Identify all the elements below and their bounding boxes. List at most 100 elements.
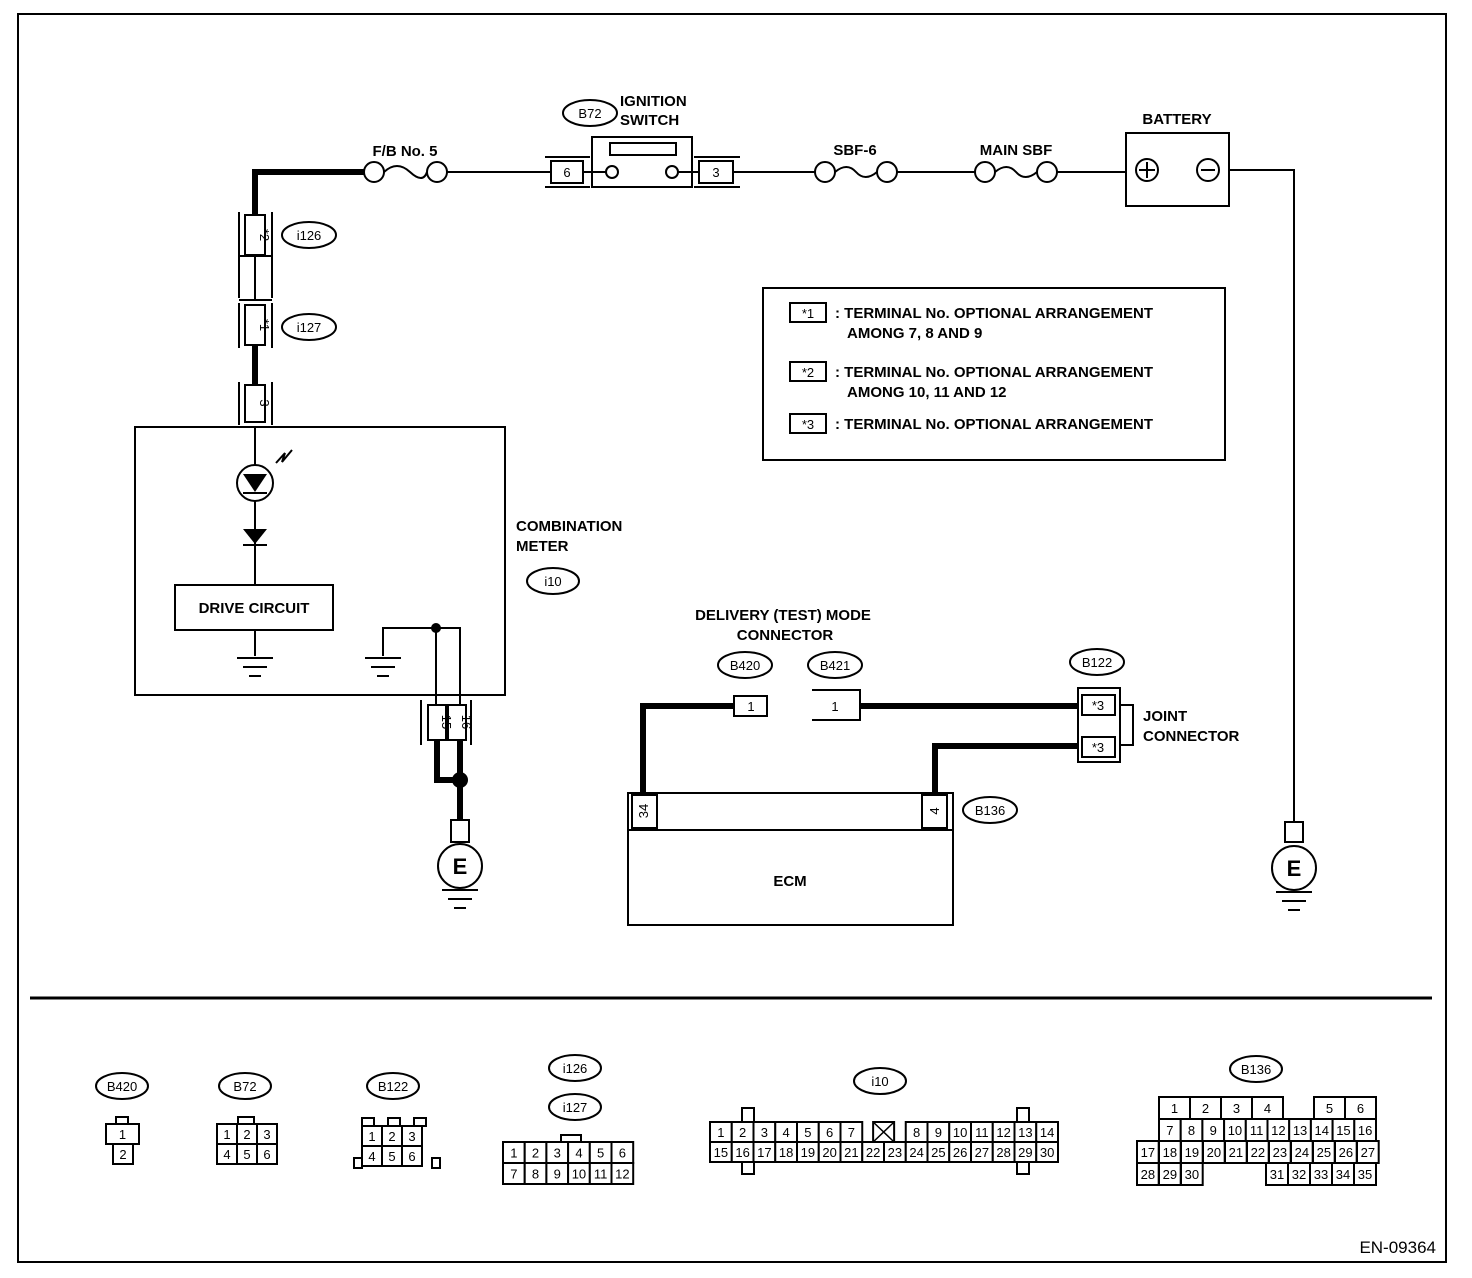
legend-key: *1 — [802, 306, 814, 321]
pin-number: 3 — [554, 1146, 561, 1161]
pin-number: 19 — [801, 1145, 815, 1160]
pin-number: 5 — [597, 1146, 604, 1161]
legend-text: : TERMINAL No. OPTIONAL ARRANGEMENT — [835, 305, 1153, 322]
label: DELIVERY (TEST) MODE — [695, 607, 871, 624]
pin-number: 26 — [1339, 1145, 1353, 1160]
connector-i126-i127: *2 *1 i126 i127 — [238, 212, 337, 348]
combination-meter: DRIVE CIRCUIT 15 16 COMBINATION METER i1… — [134, 426, 622, 745]
label: SBF-6 — [833, 142, 876, 159]
pin-number: 9 — [554, 1167, 561, 1182]
pin-number: 7 — [848, 1125, 855, 1140]
pin-number: 1 — [1171, 1101, 1178, 1116]
label: COMBINATION — [516, 518, 622, 535]
pin-number: 12 — [615, 1167, 629, 1182]
pin-cell — [256, 1143, 278, 1165]
pin-number: 3 — [408, 1129, 415, 1144]
pin-number: 8 — [532, 1167, 539, 1182]
pin-number: 6 — [619, 1146, 626, 1161]
pin-number: 21 — [1229, 1145, 1243, 1160]
pin-number: 4 — [575, 1146, 582, 1161]
legend-item: *1 : TERMINAL No. OPTIONAL ARRANGEMENT AMO… — [789, 302, 1153, 342]
connector-id: i126 — [563, 1061, 588, 1076]
pin-label: 4 — [927, 807, 942, 814]
label: IGNITION — [620, 93, 687, 110]
connector-id: B122 — [378, 1079, 408, 1094]
pin-number: 6 — [826, 1125, 833, 1140]
connector-id: B122 — [1082, 655, 1112, 670]
pin-number: 2 — [739, 1125, 746, 1140]
pin-number: 20 — [1207, 1145, 1221, 1160]
connector-id: B420 — [730, 658, 760, 673]
pin-cell — [1353, 1162, 1377, 1186]
pin-number: 6 — [1357, 1101, 1364, 1116]
pin-number: 24 — [1295, 1145, 1309, 1160]
legend-item: *3: TERMINAL No. OPTIONAL ARRANGEMENT — [789, 413, 1153, 434]
pin-number: 7 — [510, 1167, 517, 1182]
pin-label: 1 — [831, 699, 838, 714]
pin-number: 9 — [935, 1125, 942, 1140]
pin-label: 3 — [712, 165, 719, 180]
pin-number: 7 — [1166, 1123, 1173, 1138]
pin-number: 14 — [1040, 1125, 1054, 1140]
pin-number: 9 — [1210, 1123, 1217, 1138]
pin-number: 18 — [779, 1145, 793, 1160]
pin-label: 3 — [257, 399, 272, 406]
label: BATTERY — [1142, 111, 1211, 128]
fuse-fb5: F/B No. 5 — [363, 143, 448, 183]
pin-number: 8 — [913, 1125, 920, 1140]
pin-number: 6 — [263, 1147, 270, 1162]
pin-number: 4 — [1264, 1101, 1271, 1116]
legend: *1 : TERMINAL No. OPTIONAL ARRANGEMENT AMO… — [762, 287, 1226, 461]
pin-number: 1 — [119, 1127, 126, 1142]
pin-number: 5 — [243, 1147, 250, 1162]
pin-number: 11 — [975, 1125, 989, 1140]
pin-number: 10 — [953, 1125, 967, 1140]
pin-number: 10 — [1228, 1123, 1242, 1138]
pin-number: 23 — [888, 1145, 902, 1160]
pin-number: 20 — [822, 1145, 836, 1160]
pin-number: 17 — [757, 1145, 771, 1160]
ground-right: E — [1271, 821, 1317, 911]
pin-number: 1 — [368, 1129, 375, 1144]
pin-number: 3 — [761, 1125, 768, 1140]
pin-label: *2 — [257, 229, 272, 241]
pin-number: 32 — [1292, 1167, 1306, 1182]
pin-number: 28 — [1141, 1167, 1155, 1182]
pin-cell — [1180, 1162, 1204, 1186]
pin-number: 22 — [1251, 1145, 1265, 1160]
ground-label: E — [453, 854, 468, 879]
pin-number: 1 — [717, 1125, 724, 1140]
pin-number: 21 — [844, 1145, 858, 1160]
joint-connector: *3 *3 B122 JOINT CONNECTOR — [1069, 648, 1240, 763]
pin-number: 14 — [1315, 1123, 1329, 1138]
drive-circuit-label: DRIVE CIRCUIT — [199, 600, 310, 617]
pin-number: 23 — [1273, 1145, 1287, 1160]
pin-label: *1 — [257, 319, 272, 331]
pin-number: 18 — [1163, 1145, 1177, 1160]
legend-text: : TERMINAL No. OPTIONAL ARRANGEMENT — [835, 364, 1153, 381]
pin-number: 12 — [1271, 1123, 1285, 1138]
pin-number: 15 — [1336, 1123, 1350, 1138]
pin-number: 11 — [1250, 1123, 1264, 1138]
pin-number: 10 — [572, 1167, 586, 1182]
connector-id: i127 — [297, 320, 322, 335]
pin-number: 16 — [735, 1145, 749, 1160]
ground-icon — [365, 627, 461, 705]
battery: BATTERY — [1125, 111, 1230, 207]
diagram-id: EN-09364 — [1359, 1238, 1436, 1257]
pin-number: 19 — [1185, 1145, 1199, 1160]
legend-text: AMONG 7, 8 AND 9 — [847, 325, 982, 342]
pin-label: 34 — [636, 804, 651, 818]
pin-number: 3 — [263, 1127, 270, 1142]
pin-cell — [112, 1143, 134, 1165]
label: SWITCH — [620, 112, 679, 129]
ground-left: E — [437, 819, 483, 909]
pin-number: 16 — [1358, 1123, 1372, 1138]
legend-item: *2: TERMINAL No. OPTIONAL ARRANGEMENTAMO… — [789, 361, 1153, 401]
pin-number: 8 — [1188, 1123, 1195, 1138]
pin-number: 25 — [1317, 1145, 1331, 1160]
